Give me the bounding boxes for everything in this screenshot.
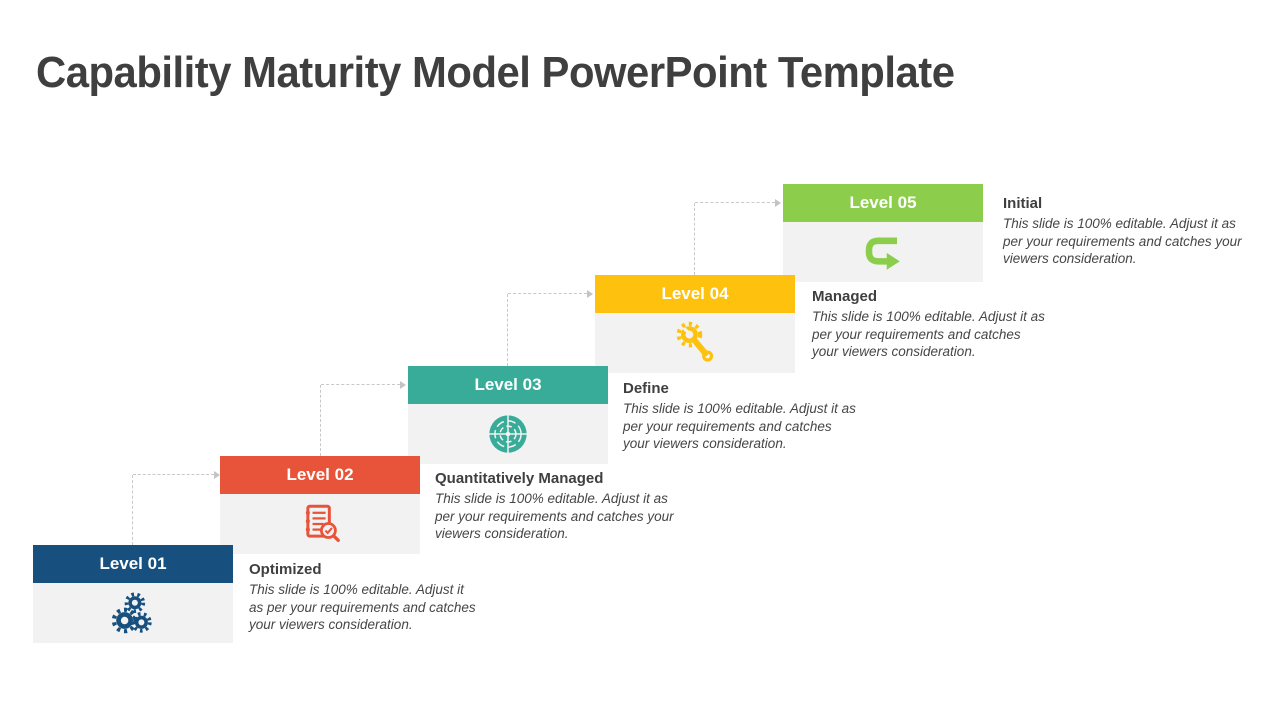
level-01-body xyxy=(33,583,233,643)
level-03-body xyxy=(408,404,608,464)
level-03-box: Level 03 xyxy=(408,366,608,464)
level-01-name: Optimized xyxy=(249,561,322,578)
page-title: Capability Maturity Model PowerPoint Tem… xyxy=(36,48,955,97)
level-01-description: This slide is 100% editable. Adjust it a… xyxy=(249,582,476,632)
level-05-name: Initial xyxy=(1003,195,1043,212)
connector-l3-l4-horizontal xyxy=(508,293,587,294)
level-02-label: Level 02 xyxy=(286,465,354,484)
level-04-body xyxy=(595,313,795,373)
level-01-box: Level 01 xyxy=(33,545,233,643)
connector-l1-l2-arrow-icon xyxy=(214,471,220,479)
target-icon xyxy=(480,409,536,459)
level-05-label: Level 05 xyxy=(849,193,917,212)
level-03-header: Level 03 xyxy=(408,366,608,404)
connector-l4-l5-horizontal xyxy=(695,202,775,203)
level-02-box: Level 02 xyxy=(220,456,420,554)
level-01-label: Level 01 xyxy=(99,554,167,573)
level-03-name: Define xyxy=(623,380,669,397)
connector-l2-l3-arrow-icon xyxy=(400,381,406,389)
level-04-description: This slide is 100% editable. Adjust it a… xyxy=(812,309,1045,359)
u-turn-arrow-icon xyxy=(855,227,911,277)
level-05-box: Level 05 xyxy=(783,184,983,282)
level-03-label: Level 03 xyxy=(474,375,542,394)
level-04-header: Level 04 xyxy=(595,275,795,313)
level-05-body xyxy=(783,222,983,282)
connector-l2-l3-horizontal xyxy=(321,384,400,385)
connector-l1-l2-vertical xyxy=(132,475,133,545)
gear-wrench-icon xyxy=(667,318,723,368)
connector-l4-l5-vertical xyxy=(694,203,695,275)
level-02-body xyxy=(220,494,420,554)
level-05-header: Level 05 xyxy=(783,184,983,222)
connector-l3-l4-arrow-icon xyxy=(587,290,593,298)
level-01-text-block: Optimized This slide is 100% editable. A… xyxy=(249,561,477,634)
level-05-text-block: Initial This slide is 100% editable. Adj… xyxy=(1003,195,1255,268)
level-03-text-block: Define This slide is 100% editable. Adju… xyxy=(623,380,861,453)
level-04-name: Managed xyxy=(812,288,878,305)
level-05-description: This slide is 100% editable. Adjust it a… xyxy=(1003,216,1242,266)
level-01-header: Level 01 xyxy=(33,545,233,583)
gears-icon xyxy=(105,588,161,638)
level-04-text-block: Managed This slide is 100% editable. Adj… xyxy=(812,288,1050,361)
level-02-name: Quantitatively Managed xyxy=(435,470,604,487)
level-02-text-block: Quantitatively Managed This slide is 100… xyxy=(435,470,683,543)
connector-l2-l3-vertical xyxy=(320,385,321,456)
document-search-icon xyxy=(292,499,348,549)
level-02-description: This slide is 100% editable. Adjust it a… xyxy=(435,491,674,541)
connector-l4-l5-arrow-icon xyxy=(775,199,781,207)
connector-l1-l2-horizontal xyxy=(133,474,214,475)
connector-l3-l4-vertical xyxy=(507,294,508,366)
level-03-description: This slide is 100% editable. Adjust it a… xyxy=(623,401,856,451)
level-04-label: Level 04 xyxy=(661,284,729,303)
level-02-header: Level 02 xyxy=(220,456,420,494)
level-04-box: Level 04 xyxy=(595,275,795,373)
